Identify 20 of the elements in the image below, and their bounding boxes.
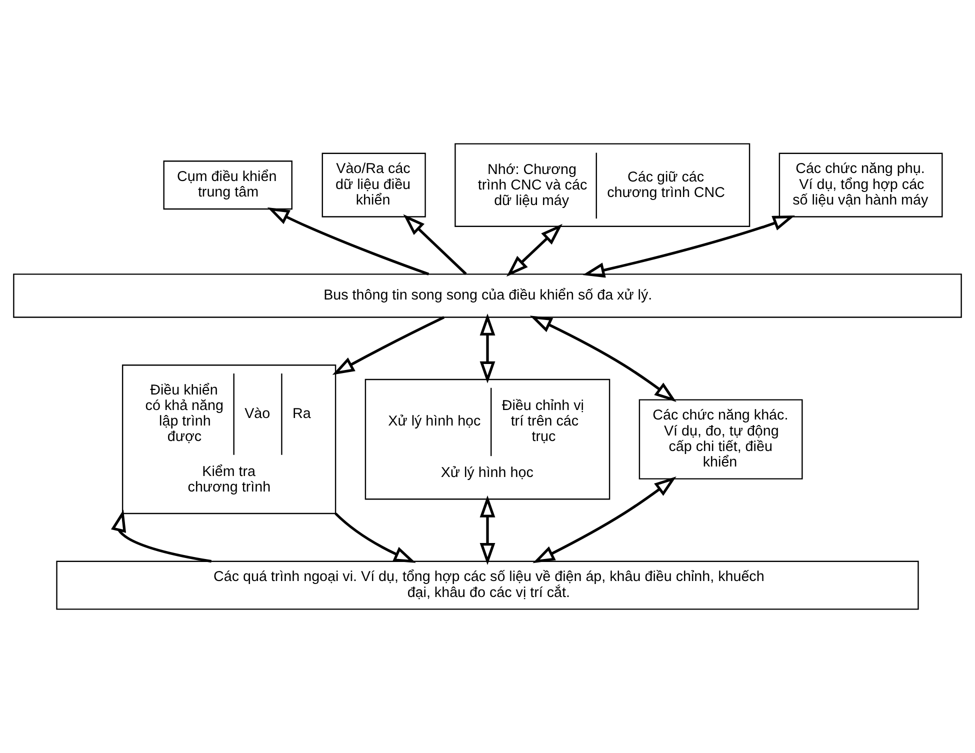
node-box: Điều khiển có khả năng lập trình được Vào Ra Kiểm tra chương trình	[122, 364, 336, 514]
arrow	[332, 316, 445, 375]
arrow	[480, 313, 496, 384]
arrow	[506, 224, 562, 277]
node-box: Bus thông tin song song của điều khiển số đa xử lý.	[13, 274, 962, 318]
arrow	[334, 512, 416, 563]
arrow	[480, 495, 496, 565]
node-box: Các quá trình ngoại vi. Ví dụ, tổng hợp các số liệu về điện áp, khâu điều chỉnh, khuếch đại, khâu đo các vị trí cắt.	[56, 560, 919, 610]
node-box: Nhớ: Chương trình CNC và các dữ liệu máy Các giữ các chương trình CNC	[454, 143, 750, 227]
arrow	[403, 214, 467, 275]
node-box: Vào/Ra các dữ liệu điều khiển	[322, 152, 426, 218]
node-box: Xử lý hình học Điều chỉnh vị trí trên các trục Xử lý hình học	[364, 378, 610, 500]
arrow	[111, 510, 212, 563]
arrow	[530, 316, 676, 402]
arrow	[267, 207, 430, 276]
node-box: Cụm điều khiển trung tâm	[163, 160, 292, 210]
arrow	[582, 215, 795, 278]
node-box: Các chức năng khác. Ví dụ, đo, tự động cấp chi tiết, điều khiển	[638, 399, 803, 480]
node-box: Các chức năng phụ. Ví dụ, tổng hợp các số liệu vận hành máy	[778, 152, 943, 218]
arrow	[532, 476, 676, 564]
